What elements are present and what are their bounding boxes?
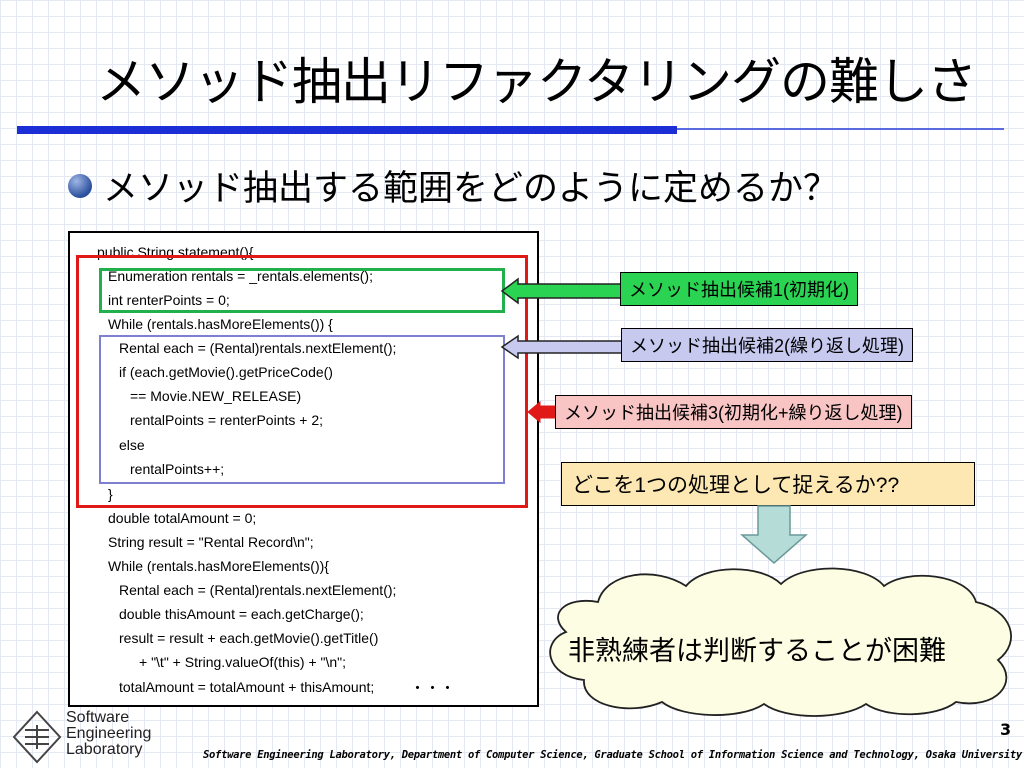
code-line: double thisAmount = each.getCharge(); <box>119 606 364 622</box>
title-underline-thin <box>677 128 1004 130</box>
lab-logo-icon <box>12 710 62 764</box>
code-line: int renterPoints = 0; <box>108 292 230 308</box>
candidate3-label: メソッド抽出候補3(初期化+繰り返し処理) <box>555 395 912 429</box>
code-line: rentalPoints = renterPoints + 2; <box>130 412 323 428</box>
code-line: String result = "Rental Record\n"; <box>108 534 314 550</box>
left-arrow-icon <box>527 400 558 424</box>
candidate1-label: メソッド抽出候補1(初期化) <box>620 272 858 306</box>
code-line: + "\t" + String.valueOf(this) + "\n"; <box>139 654 347 670</box>
cloud-text: 非熟練者は判断することが困難 <box>568 636 946 667</box>
code-line: double totalAmount = 0; <box>108 510 257 526</box>
cloud-shape <box>549 567 1012 717</box>
code-line: == Movie.NEW_RELEASE) <box>130 388 302 404</box>
slide-title: メソッド抽出リファクタリングの難しさ <box>96 53 977 111</box>
candidate3-highlight <box>76 255 528 508</box>
lab-logo-text: Software Engineering Laboratory <box>66 710 151 758</box>
candidate2-label: メソッド抽出候補2(繰り返し処理) <box>621 328 913 362</box>
code-line: } <box>108 486 113 502</box>
left-arrow-icon <box>500 277 623 305</box>
down-arrow-icon <box>740 505 808 564</box>
code-line: Enumeration rentals = _rentals.elements(… <box>108 268 373 284</box>
code-line: Rental each = (Rental)rentals.nextElemen… <box>119 340 397 356</box>
code-line: While (rentals.hasMoreElements()) { <box>108 316 333 332</box>
code-line: rentalPoints++; <box>130 461 225 477</box>
code-line: result = result + each.getMovie().getTit… <box>119 630 379 646</box>
candidate2-highlight <box>99 335 505 484</box>
logo-line: Software <box>66 709 130 726</box>
code-line: While (rentals.hasMoreElements()){ <box>108 558 329 574</box>
title-underline <box>17 126 677 134</box>
code-ellipsis: ・・・ <box>410 680 456 697</box>
page-number: 3 <box>1000 720 1012 739</box>
question-box: どこを1つの処理として捉えるか?? <box>561 462 975 506</box>
bullet-icon <box>68 174 92 198</box>
logo-line: Engineering <box>66 725 152 742</box>
candidate1-highlight <box>99 268 505 313</box>
footer-text: Software Engineering Laboratory, Departm… <box>203 749 1022 761</box>
code-line: Rental each = (Rental)rentals.nextElemen… <box>119 582 397 598</box>
left-arrow-icon <box>500 334 623 360</box>
bullet-text: メソッド抽出する範囲をどのように定めるか？ <box>103 169 839 209</box>
code-line: totalAmount = totalAmount + thisAmount; <box>119 679 375 695</box>
logo-line: Laboratory <box>66 741 143 758</box>
code-line: if (each.getMovie().getPriceCode() <box>119 364 333 380</box>
code-line: else <box>119 437 145 453</box>
